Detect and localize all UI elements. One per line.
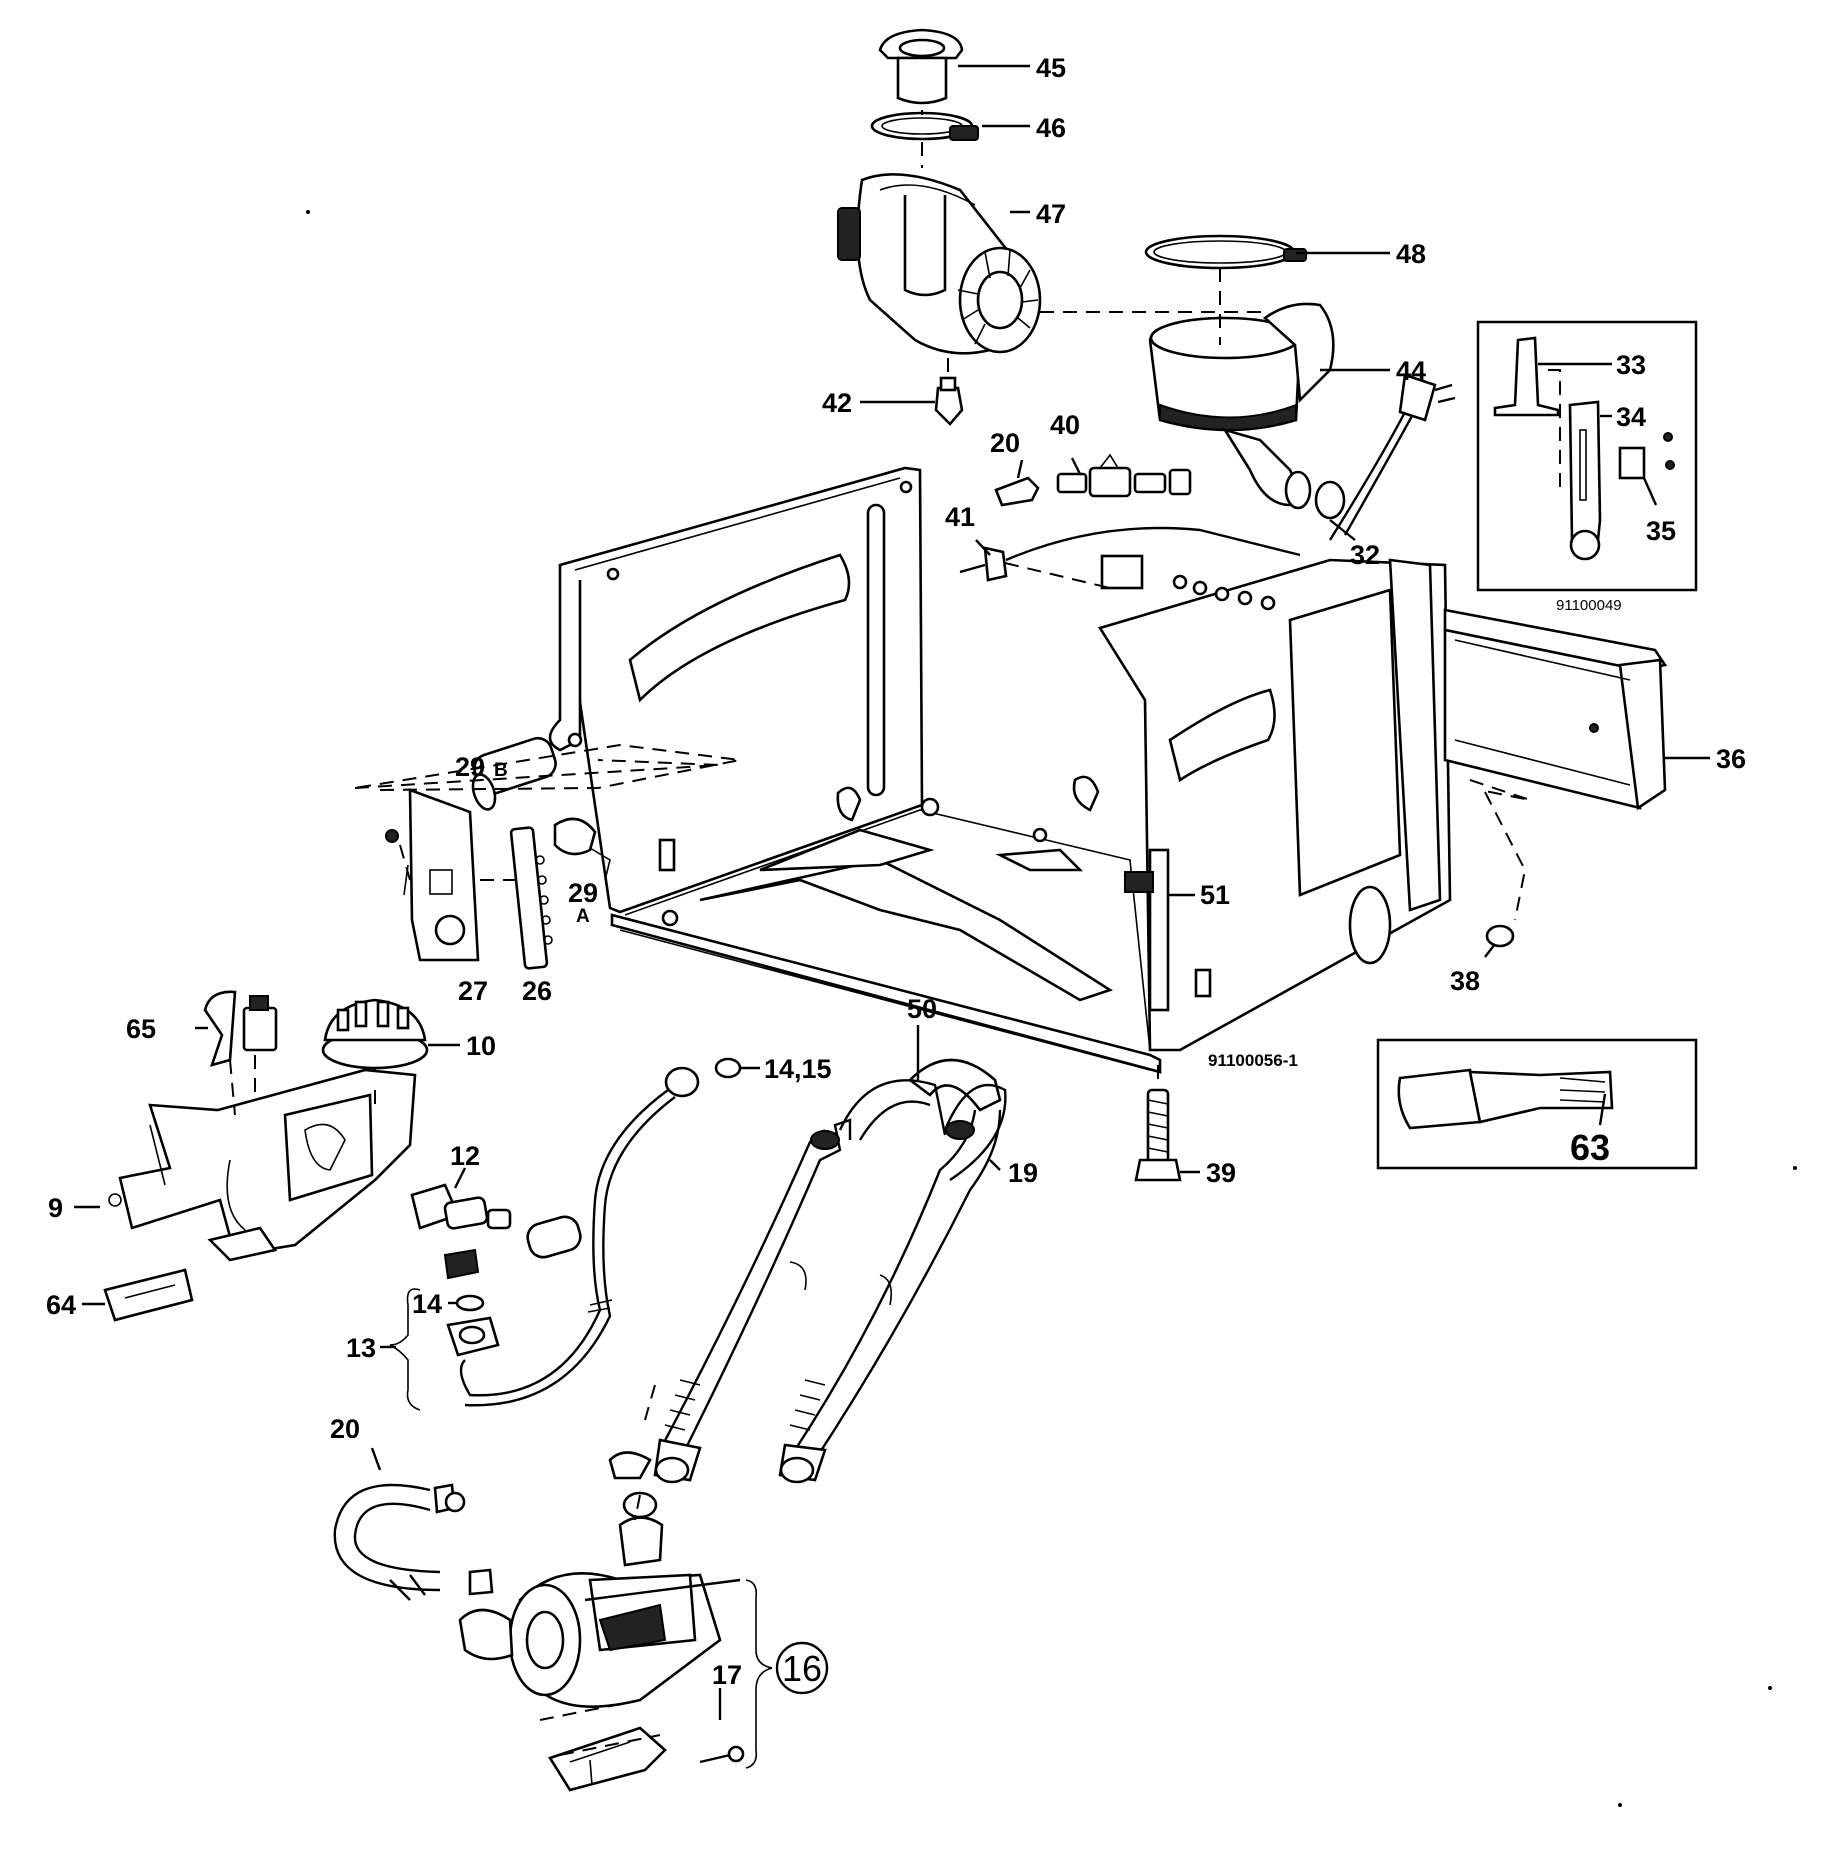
nut-13 (446, 1316, 500, 1357)
base-frame (548, 466, 1452, 1074)
callout-12: 12 (450, 1141, 480, 1171)
callout-14-15: 14,15 (764, 1054, 832, 1084)
leader-lines (74, 64, 1710, 1720)
callout-51: 51 (1200, 880, 1230, 910)
callout-47: 47 (1036, 199, 1066, 229)
callout-65: 65 (126, 1014, 156, 1044)
callout-48: 48 (1396, 239, 1426, 269)
callout-38: 38 (1450, 966, 1480, 996)
callout-29b-suffix: B (494, 760, 508, 781)
hoses-19-50 (653, 1058, 1007, 1484)
callout-64: 64 (46, 1290, 76, 1320)
guide-64 (103, 1268, 194, 1322)
callout-42: 42 (822, 388, 852, 418)
callout-14: 14 (412, 1289, 442, 1319)
hose-clamp-46 (870, 111, 979, 141)
callout-32: 32 (1350, 540, 1380, 570)
switch-65 (242, 995, 278, 1052)
callout-46: 46 (1036, 113, 1066, 143)
scan-specks (306, 210, 1797, 1807)
terminal-block-26 (509, 826, 553, 970)
bolt-39 (1134, 1065, 1182, 1182)
callout-27: 27 (458, 976, 488, 1006)
callout-20-inlet: 20 (990, 428, 1020, 458)
seal-14 (455, 1294, 485, 1312)
inset-door-hinge (1476, 320, 1698, 592)
callout-29a-suffix: A (576, 906, 590, 927)
circulation-pump-motor-47 (837, 173, 1042, 355)
sump-ring-48 (1144, 234, 1307, 270)
callout-44: 44 (1396, 356, 1426, 386)
callout-50: 50 (907, 994, 937, 1024)
callout-17: 17 (712, 1660, 742, 1690)
inlet-cap-45 (878, 28, 964, 105)
main-drawing-number: 91100056-1 (1208, 1051, 1298, 1070)
callout-33: 33 (1616, 350, 1646, 380)
inlet-valve-40 (1056, 453, 1192, 498)
callout-labels: 45 46 47 48 44 42 20 40 41 32 33 34 35 9… (46, 53, 1746, 1690)
mounting-plate-27 (385, 788, 480, 962)
hose-fitting-41 (959, 526, 1301, 582)
sump-44 (1148, 302, 1335, 510)
callout-35: 35 (1646, 516, 1676, 546)
plug-38 (1485, 924, 1515, 948)
callout-40: 40 (1050, 410, 1080, 440)
callout-36: 36 (1716, 744, 1746, 774)
mains-cable-plug-32 (1314, 373, 1456, 541)
inlet-sleeve-20 (994, 476, 1040, 507)
water-inlet-valve-12 (410, 1183, 582, 1280)
callout-29a: 29 (568, 878, 598, 908)
support-rail-36 (1443, 608, 1668, 811)
callout-45: 45 (1036, 53, 1066, 83)
callout-39: 39 (1206, 1158, 1236, 1188)
callout-9: 9 (48, 1193, 63, 1223)
thermostat-29a (553, 817, 611, 881)
callout-41: 41 (945, 502, 975, 532)
callout-29b: 29 (455, 752, 485, 782)
callout-63: 63 (1570, 1127, 1610, 1168)
drain-hose-20 (333, 1483, 494, 1601)
impeller-plug-42 (934, 376, 964, 426)
callout-26: 26 (522, 976, 552, 1006)
drain-pump-16 (458, 1384, 722, 1708)
pipe-14-15 (459, 1057, 742, 1407)
pressure-switch-10 (321, 998, 429, 1090)
callout-13: 13 (346, 1333, 376, 1363)
pump-bracket-17 (539, 1699, 745, 1792)
callout-19: 19 (1008, 1158, 1038, 1188)
inset-tool-63 (1376, 1038, 1698, 1170)
inset-drawing-number: 91100049 (1556, 597, 1622, 614)
callout-34: 34 (1616, 402, 1646, 432)
callout-20-drain: 20 (330, 1414, 360, 1444)
lever-65 (203, 990, 237, 1067)
bracket-9 (108, 1068, 417, 1262)
callout-16: 16 (782, 1648, 822, 1689)
callout-10: 10 (466, 1031, 496, 1061)
